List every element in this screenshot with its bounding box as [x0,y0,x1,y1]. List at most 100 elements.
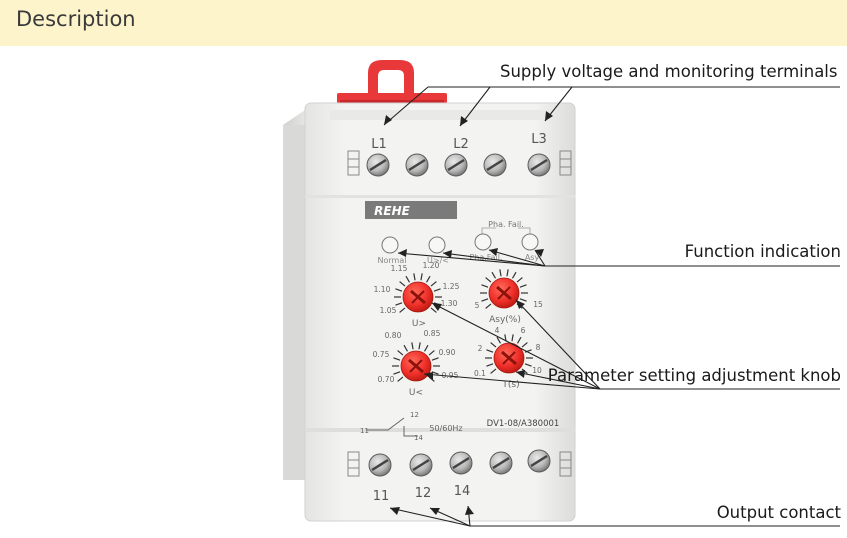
bottom-terminal-labels: 11 12 14 [373,484,471,504]
knob-tick [411,342,414,350]
knob-tick [413,273,416,281]
frequency-label: 50/60Hz [429,424,462,433]
led-phase-fail-icon [474,233,492,251]
knob-tick [425,275,431,283]
knob-scale-label: 10 [532,366,542,375]
knob-slot-icon [502,351,516,365]
arrow-icon [489,248,498,256]
knob-scale-label: 0.90 [439,348,456,357]
terminal-label-L2: L2 [453,137,469,152]
knob-tick [490,368,497,374]
knob-tick [519,284,527,288]
knob-scale-label: 0.75 [373,350,390,359]
knob-scale-label: 0.80 [385,331,402,340]
knob-tick [403,344,409,352]
knob-tick [423,344,429,352]
led-label-asymmetry: Asy [525,253,540,262]
callout-parameter-knob: Parameter setting adjustment knob [547,366,841,385]
leader-line [397,252,546,267]
arrow-icon [424,372,433,380]
knob-tick [496,336,502,344]
knob-tick [485,277,492,283]
knob-tick [395,302,403,306]
top-terminal-labels: L1 L2 L3 [371,132,547,152]
leader-line [515,299,601,390]
knob-tick [430,307,437,313]
knob-scale-label: 1.25 [443,282,460,291]
knob-tick [393,371,401,375]
header-bar: Description [0,0,847,46]
knob-tick [393,357,401,361]
terminal-screw-icon [483,153,507,177]
knob-tick [405,275,411,283]
knob-scale-label: 6 [521,326,526,335]
knob-scale-label: 1.10 [374,285,391,294]
arrow-icon [443,250,452,258]
arrow-icon [384,115,392,125]
knob-tick [516,277,523,283]
arrow-icon [390,507,400,515]
terminal-screw-icon [366,153,390,177]
model-number: DV1-08/A380001 [487,419,560,429]
relay-label-12: 12 [410,411,419,419]
arrow-icon [430,508,440,515]
knob-tick [506,269,509,277]
terminal-slot-icon [559,150,572,176]
terminal-screw-icon [368,453,392,477]
knob-tick [431,357,439,361]
arrow-icon [516,370,525,378]
knob-tick [428,350,435,356]
callout-supply-terminals: Supply voltage and monitoring terminals [500,62,838,81]
knob-tick [524,349,532,353]
bottom-terminal-screws [347,449,572,477]
relay-label-11: 11 [360,427,369,435]
knob-label: U> [412,319,426,329]
knob-tick [486,363,494,367]
callout-function-indication: Function indication [684,242,841,261]
knob-tick [397,350,404,356]
brand-logo: REHE [374,204,410,218]
din-rail-clip [337,60,447,107]
knob-tick [491,271,497,279]
arrow-icon [460,116,468,126]
function-leds: Pha. Fail. Normal U>/< Pha.Fail. Asy [378,220,540,265]
knob-tick [499,269,502,277]
knob-slot-icon [409,359,423,373]
knob-tick [516,336,522,344]
terminal-slot-icon [559,451,572,477]
knob-tick [511,334,514,342]
knob-tick [399,281,406,287]
knob-slot-icon [497,286,511,300]
led-normal-icon [381,236,399,254]
arrow-icon [465,506,474,515]
knob-scale-label: 0.70 [378,375,395,384]
knob-tick [395,288,403,292]
led-label-normal: Normal [378,256,407,265]
knob-scale-label: 2 [478,344,483,353]
terminal-screw-icon [444,153,468,177]
terminal-label-L3: L3 [531,132,547,147]
knob-tick [504,334,507,342]
knob-label: U< [409,388,423,398]
knob-scale-label: 1.15 [391,264,408,273]
led-voltage-icon [428,236,446,254]
knob-tick [399,307,406,313]
leader-line [534,249,546,267]
knob-scale-label: 5 [475,301,480,310]
knob-tick [481,298,489,302]
knob-slot-icon [411,290,425,304]
knob-tick [430,281,437,287]
knob-tick [433,288,441,292]
knob-tick [486,349,494,353]
arrow-icon [516,300,525,309]
terminal-label-14: 14 [454,484,471,499]
arrow-icon [432,303,442,311]
knob-label: T(s) [501,380,519,390]
knob-tick [397,376,404,382]
arrow-icon [398,249,407,257]
knob-scale-label: 1.30 [441,299,458,308]
